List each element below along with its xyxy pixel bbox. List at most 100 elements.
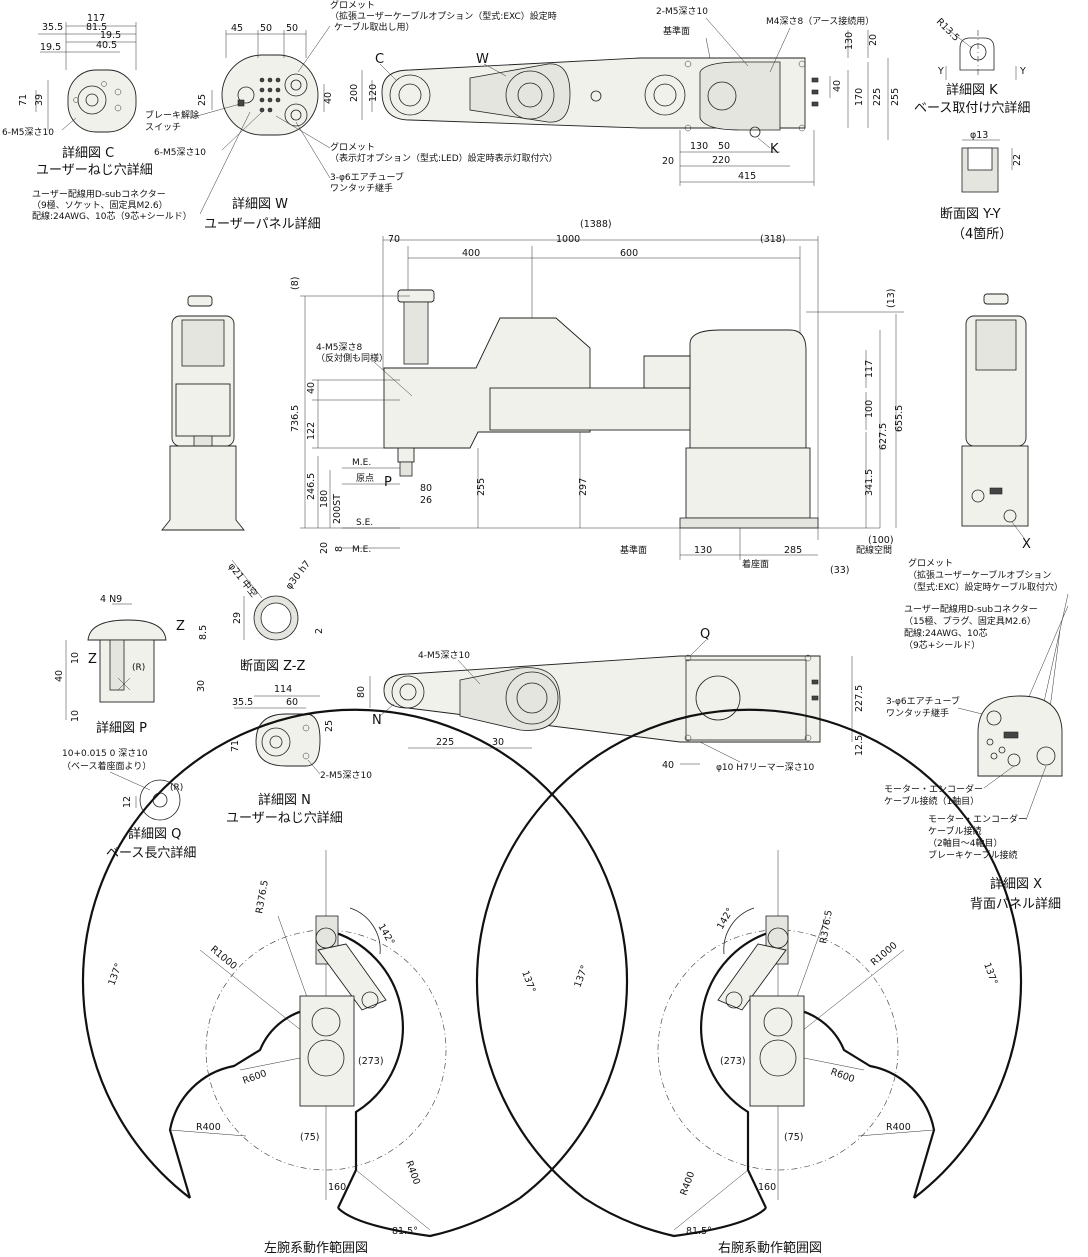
sv-dim-1388: (1388) — [580, 219, 612, 230]
sv-dim-117: 117 — [864, 360, 875, 378]
x-note-10: モーター・エンコーダー — [884, 783, 983, 795]
detail-c: 117 35.5 81.5 19.5 19.5 40.5 71 39 6-M5深… — [2, 13, 153, 178]
n-dim-60: 60 — [286, 697, 298, 708]
sv-dim-130: 130 — [694, 545, 712, 556]
p-dim-40: 40 — [54, 670, 65, 682]
lv-note-reamer: φ10 H7リーマー深さ10 — [716, 762, 814, 773]
w-note-grommet1-a: （拡張ユーザーケーブルオプション（型式:EXC）設定時 — [330, 10, 557, 22]
sv-dim-40: 40 — [306, 382, 317, 394]
lv-label-n: N — [372, 713, 382, 728]
q-title: 詳細図 Q — [128, 826, 181, 842]
c-dim-39: 39 — [34, 94, 45, 106]
rl-dim-r376-5: R376.5 — [254, 879, 271, 914]
rr-dim-142: 142° — [715, 906, 736, 931]
rl-dim-r400b: R400 — [403, 1159, 422, 1186]
sv-dim-8top: (8) — [290, 277, 301, 290]
tv-note-m4: M4深さ8（アース接続用） — [766, 15, 874, 27]
tv-dim-200: 200 — [349, 84, 360, 102]
sv-note-ref: 基準面 — [620, 544, 647, 556]
c-dim-35-5: 35.5 — [42, 22, 63, 33]
rr-dim-137a: 137° — [572, 964, 590, 989]
q-dim-12: 12 — [122, 796, 133, 808]
detail-k: R13.5 Y Y 詳細図 K ベース取付け穴詳細 — [914, 16, 1030, 116]
x-note-2: （拡張ユーザーケーブルオプション — [908, 569, 1051, 581]
range-left: R376.5 142° R1000 137° 137° (273) R600 R… — [81, 708, 629, 1256]
sv-dim-255: 255 — [476, 478, 487, 496]
sv-dim-33: (33) — [830, 565, 850, 576]
sv-dim-736-5: 736.5 — [290, 405, 301, 432]
sv-note-seat: 着座面 — [742, 558, 769, 570]
sv-dim-70: 70 — [388, 234, 400, 245]
rr-dim-81-5: 81.5° — [686, 1226, 712, 1237]
lower-top-view: Q N 4-M5深さ10 φ10 H7リーマー深さ10 80 225 30 40… — [356, 627, 865, 773]
yy-dim-22: 22 — [1012, 154, 1023, 166]
lv-label-q: Q — [700, 627, 710, 642]
w-title: 詳細図 W — [232, 196, 288, 212]
w-note-air1: 3-φ6エアチューブ — [330, 171, 404, 183]
p-label-z2: Z — [88, 652, 97, 667]
top-view: 200 120 C W K 2-M5深さ10 基準面 M4深さ8（アース接続用）… — [349, 6, 901, 186]
sv-dim-400: 400 — [462, 248, 480, 259]
sv-dim-20: 20 — [319, 542, 330, 554]
x-note-11: ケーブル接続（1軸目） — [884, 795, 979, 807]
w-note-dsub2: （9極、ソケット、固定具M2.6） — [32, 199, 168, 211]
p-dim-8-5: 8.5 — [198, 625, 209, 640]
p-dim-4n9: 4 N9 — [100, 594, 122, 605]
sv-dim-180: 180 — [319, 490, 330, 508]
w-dim-50a: 50 — [260, 23, 272, 34]
rr-dim-160: 160 — [758, 1182, 776, 1193]
rl-dim-81-5: 81.5° — [392, 1226, 418, 1237]
rr-dim-r376-5: R376.5 — [818, 909, 835, 944]
x-note-7: （9芯+シールド） — [904, 639, 980, 651]
tv-label-w: W — [476, 52, 489, 67]
tv-dim-40: 40 — [832, 80, 843, 92]
k-dim-r13-5: R13.5 — [934, 16, 961, 43]
tv-dim-120: 120 — [368, 84, 379, 102]
tv-note-m5: 2-M5深さ10 — [656, 6, 708, 17]
sv-dim-8: 8 — [334, 546, 345, 552]
sv-label-origin: 原点 — [356, 473, 374, 484]
c-title: 詳細図 C — [62, 145, 114, 161]
n-note: 2-M5深さ10 — [320, 770, 372, 781]
right-end-view: X — [961, 293, 1031, 552]
lv-dim-227-5: 227.5 — [854, 685, 865, 712]
rl-dim-r600: R600 — [241, 1068, 268, 1087]
w-note-grommet1-b: ケーブル取出し用） — [334, 21, 414, 33]
sv-label-se: S.E. — [356, 518, 373, 528]
tv-label-k: K — [770, 142, 779, 157]
x-note-12: モーター・エンコーダー — [928, 813, 1027, 825]
w-note-grommet2-a: （表示灯オプション（型式:LED）設定時表示灯取付穴） — [330, 152, 558, 164]
x-note-4: ユーザー配線用D-subコネクター — [904, 603, 1038, 615]
sv-dim-297: 297 — [578, 478, 589, 496]
rl-dim-137b: 137° — [519, 969, 537, 994]
rl-dim-r400a: R400 — [196, 1122, 221, 1133]
p-dim-10a: 10 — [70, 652, 81, 664]
detail-w: 45 50 50 25 40 グロメット （拡張ユーザーケーブルオプション（型式… — [32, 0, 558, 232]
rl-dim-137a: 137° — [106, 962, 124, 987]
x-subtitle: 背面パネル詳細 — [970, 896, 1061, 912]
c-dim-40-5: 40.5 — [96, 40, 117, 51]
detail-p: 4 N9 8.5 Z Z 40 10 30 10 (R) 詳細図 P — [54, 594, 209, 736]
zz-dim-phi30: φ30 h7 — [284, 559, 313, 592]
tv-dim-50: 50 — [718, 141, 730, 152]
q-subtitle: ベース長穴詳細 — [106, 845, 196, 861]
zz-title: 断面図 Z-Z — [240, 659, 306, 674]
rr-dim-75: (75) — [784, 1132, 804, 1143]
sv-dim-100b: (100) — [868, 535, 894, 546]
tv-dim-130b: 130 — [690, 141, 708, 152]
c-dim-81-5: 81.5 — [86, 22, 107, 33]
sv-dim-1000: 1000 — [556, 234, 580, 245]
sv-dim-285: 285 — [784, 545, 802, 556]
w-dim-50b: 50 — [286, 23, 298, 34]
n-dim-114: 114 — [274, 684, 292, 695]
n-dim-25: 25 — [324, 720, 335, 732]
p-label-z1: Z — [176, 619, 185, 634]
x-note-9: ワンタッチ継手 — [886, 707, 949, 719]
sv-dim-318: (318) — [760, 234, 786, 245]
sv-dim-200st: 200ST — [332, 494, 343, 524]
zz-dim-phi21: φ21 中空 — [226, 560, 260, 599]
p-title: 詳細図 P — [96, 720, 147, 736]
x-note-1: グロメット — [908, 557, 953, 569]
rr-dim-r400b: R400 — [678, 1170, 697, 1197]
sv-dim-246-5: 246.5 — [306, 473, 317, 500]
